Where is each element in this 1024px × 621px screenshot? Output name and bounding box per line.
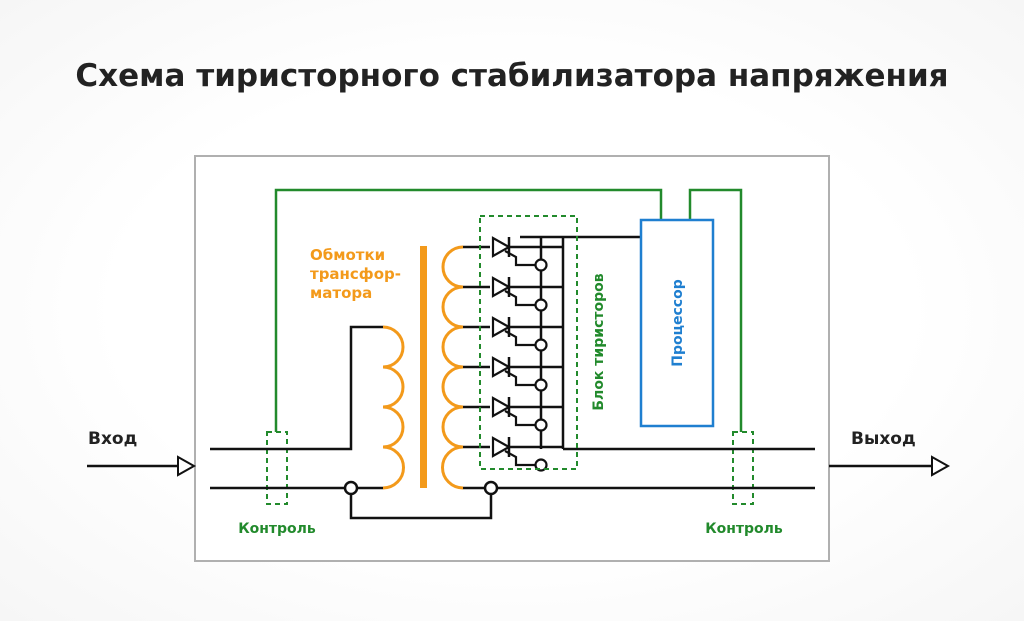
gate-node-3 [534, 338, 548, 352]
thyristor-4 [491, 356, 563, 392]
control-wiring [274, 188, 743, 432]
thyristor-2 [491, 276, 563, 312]
gate-node-4 [534, 378, 548, 392]
thyristor-array [491, 236, 563, 472]
secondary-winding [441, 245, 464, 490]
thyristor-5 [491, 396, 563, 432]
thyristor-3 [491, 316, 563, 352]
input-label: Вход [88, 429, 137, 449]
thyristor-block [479, 215, 578, 470]
control-sensor-right [732, 431, 754, 505]
power-wiring [210, 235, 815, 520]
gate-node-2 [534, 298, 548, 312]
transformer-core [420, 246, 427, 488]
primary-winding [382, 325, 405, 490]
control-label-right: Контроль [705, 521, 783, 537]
processor-box [639, 218, 715, 428]
thyristor-6 [491, 436, 563, 472]
diagram-title: Схема тиристорного стабилизатора напряже… [75, 58, 948, 94]
control-label-left: Контроль [238, 521, 316, 537]
gate-node-1 [534, 258, 548, 272]
windings-label: Обмотки трансфор- матора [310, 246, 406, 302]
device-enclosure [194, 155, 830, 562]
input-arrow [87, 455, 197, 477]
gate-node-5 [534, 418, 548, 432]
output-arrow [829, 455, 951, 477]
control-sensor-left [266, 431, 288, 505]
processor-label: Процессор [670, 279, 686, 366]
output-label: Выход [851, 429, 916, 449]
thyristor-1 [491, 236, 563, 272]
gate-node-6 [534, 458, 548, 472]
thyristor-block-label: Блок тиристоров [591, 273, 607, 410]
